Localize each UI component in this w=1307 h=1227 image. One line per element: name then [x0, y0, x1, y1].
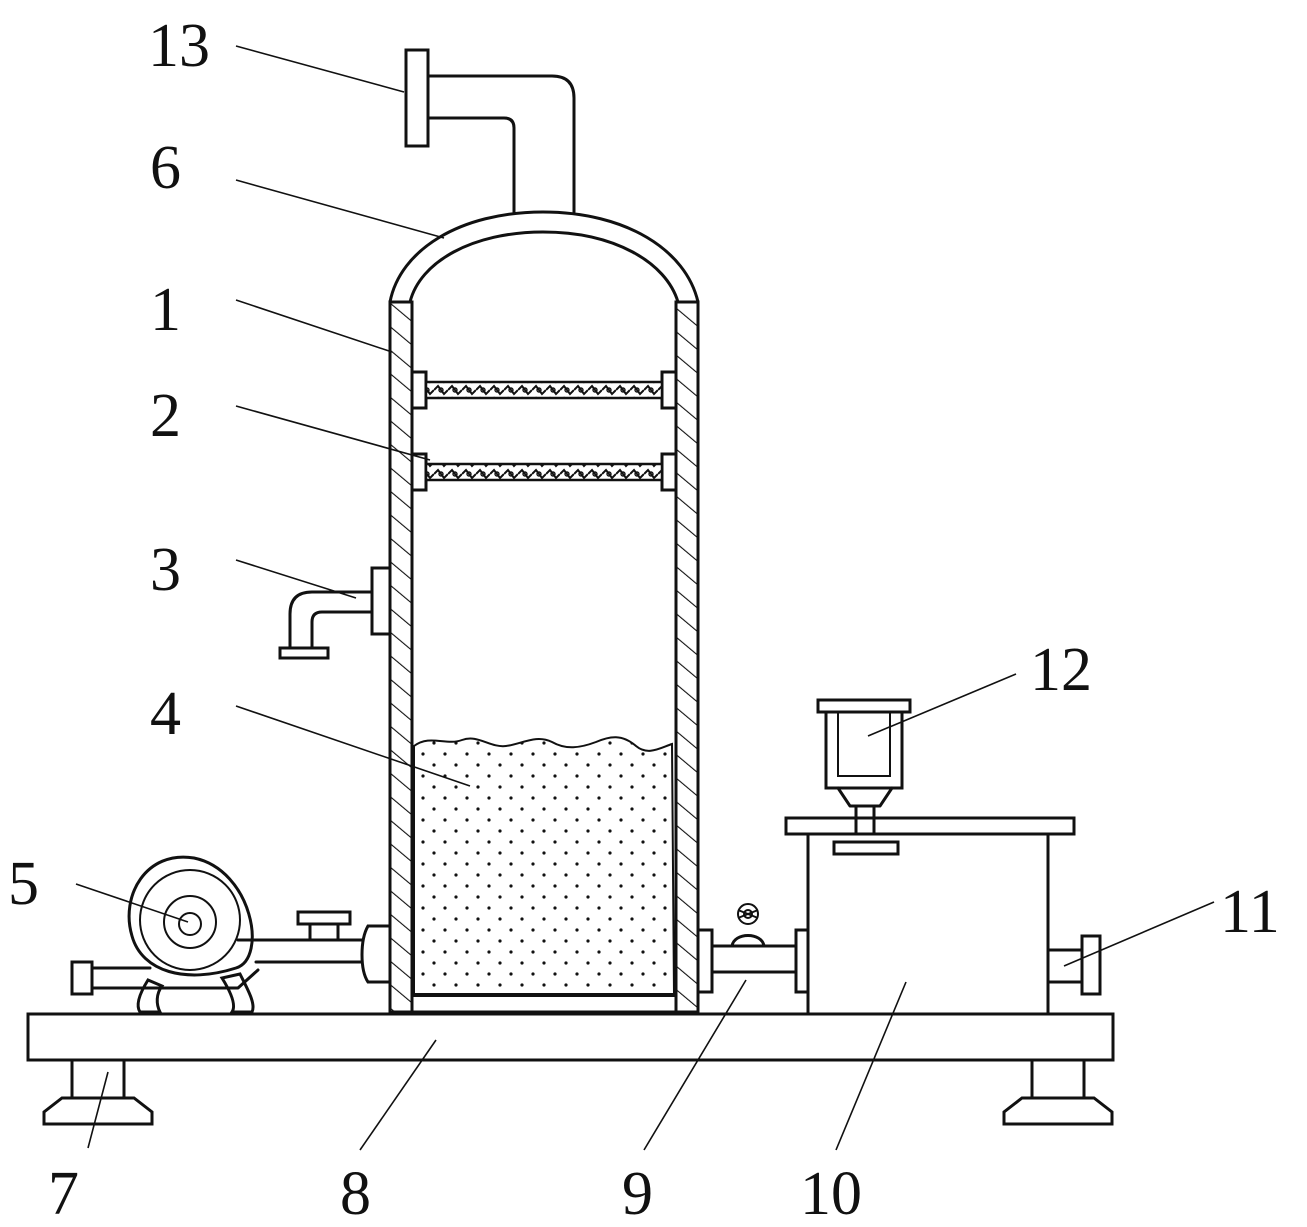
leader-lines — [75, 45, 1215, 1151]
tower-wall-left — [388, 300, 414, 1014]
callout-5: 5 — [8, 850, 39, 918]
drain-pipe-valve — [696, 903, 810, 994]
collection-tank — [784, 816, 1076, 1016]
dome-top — [388, 210, 700, 304]
callout-4: 4 — [150, 680, 181, 748]
callout-3: 3 — [150, 536, 181, 604]
callout-10: 10 — [800, 1160, 862, 1227]
leveling-foot-right — [1002, 1058, 1114, 1126]
callout-labels: 13 6 1 2 3 4 5 7 8 9 10 11 12 — [8, 12, 1280, 1227]
blower-fan — [70, 855, 392, 1014]
side-nozzle — [278, 566, 392, 660]
callout-13: 13 — [148, 12, 210, 80]
base-plate — [26, 1012, 1115, 1062]
tower-wall-right — [674, 300, 700, 1014]
callout-2: 2 — [150, 382, 181, 450]
callout-8: 8 — [340, 1160, 371, 1227]
callout-9: 9 — [622, 1160, 653, 1227]
leveling-foot-left — [42, 1058, 154, 1126]
exhaust-pipe — [404, 48, 576, 214]
dosing-hopper — [816, 698, 912, 856]
callout-1: 1 — [150, 276, 181, 344]
filter-mesh-lower — [410, 452, 678, 492]
filter-mesh-upper — [410, 370, 678, 410]
callout-11: 11 — [1220, 878, 1280, 946]
callout-12: 12 — [1030, 636, 1092, 704]
outlet-pipe — [1046, 934, 1102, 996]
callout-6: 6 — [150, 134, 181, 202]
callout-7: 7 — [48, 1160, 79, 1227]
packing-material — [413, 736, 676, 995]
